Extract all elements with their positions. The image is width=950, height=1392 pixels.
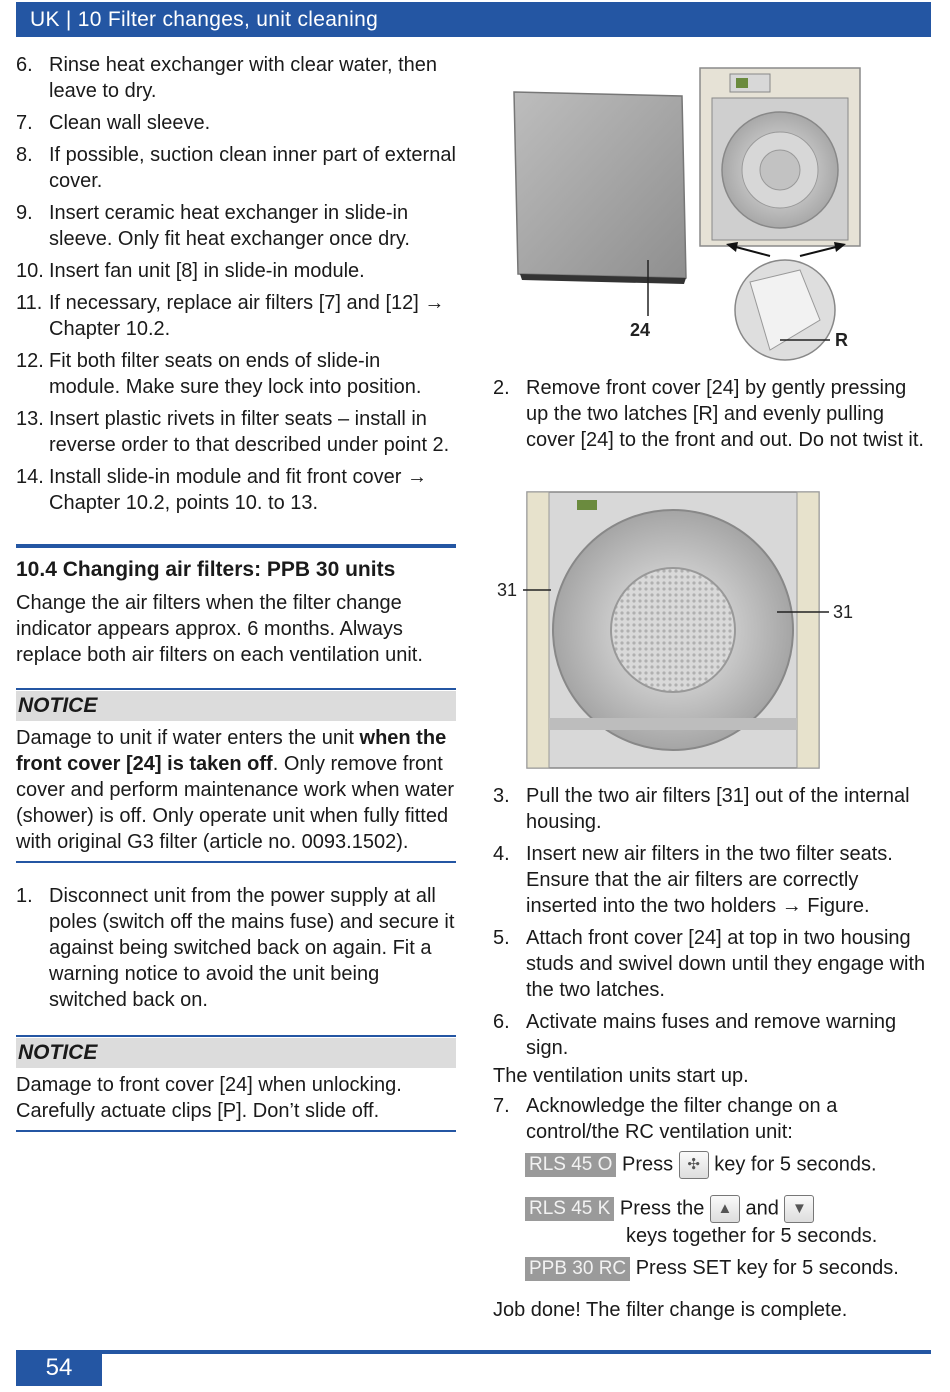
list-item: 12.Fit both filter seats on ends of slid… (16, 350, 422, 398)
list-item: 8.If possible, suction clean inner part … (16, 144, 456, 192)
callout-label-24: 24 (630, 320, 651, 340)
front-cover-illustration (513, 67, 861, 361)
disconnect-steps-list: 1.Disconnect unit from the power supply … (16, 883, 456, 1013)
header-title: UK | 10 Filter changes, unit cleaning (30, 8, 379, 31)
list-item: 7.Clean wall sleeve. (16, 112, 211, 134)
notice-box-water: NOTICE Damage to unit if water enters th… (16, 688, 456, 863)
page-number: 54 (16, 1350, 102, 1386)
model-row-rls45o: RLS 45 O Press ✣ key for 5 seconds. (525, 1151, 933, 1195)
callout-label-r: R (835, 330, 848, 350)
list-item: 5.Attach front cover [24] at top in two … (493, 927, 926, 1001)
notice-text: Damage to unit if water enters the unit … (16, 727, 454, 853)
callout-label-31-right: 31 (833, 602, 854, 622)
remove-cover-step: 2.Remove front cover [24] by gently pres… (493, 375, 933, 453)
list-item: 10.Insert fan unit [8] in slide-in modul… (16, 260, 365, 282)
list-item: 13.Insert plastic rivets in filter seats… (16, 408, 450, 456)
model-badge: PPB 30 RC (525, 1257, 631, 1281)
notice-box-cover: NOTICE Damage to front cover [24] when u… (16, 1035, 456, 1132)
figure-front-cover-removal: 24 R (500, 60, 920, 365)
cleaning-steps-list: 6.Rinse heat exchanger with clear water,… (16, 52, 456, 516)
startup-text: The ventilation units start up. (493, 1065, 749, 1087)
list-item: 14.Install slide-in module and fit front… (16, 466, 427, 514)
model-row-rls45k: RLS 45 K Press the ▲ and ▼ keys together… (525, 1195, 933, 1255)
section-divider (16, 544, 456, 548)
list-item: 11.If necessary, replace air filters [7]… (16, 292, 445, 340)
figure-air-filters: 31 31 (493, 490, 933, 775)
list-item: 3.Pull the two air filters [31] out of t… (493, 785, 910, 833)
model-row-ppb30rc: PPB 30 RC Press SET key for 5 seconds. (525, 1255, 933, 1281)
model-badge: RLS 45 O (525, 1153, 617, 1178)
footer-rule (16, 1350, 931, 1354)
callout-label-31-left: 31 (497, 580, 518, 600)
notice-text: Damage to front cover [24] when unlockin… (16, 1074, 402, 1122)
notice-heading: NOTICE (16, 1038, 456, 1068)
list-item: 9.Insert ceramic heat exchanger in slide… (16, 202, 410, 250)
list-item: 1.Disconnect unit from the power supply … (16, 885, 455, 1011)
notice-heading: NOTICE (16, 691, 456, 721)
list-item: 6.Rinse heat exchanger with clear water,… (16, 54, 437, 102)
down-arrow-icon: ▼ (784, 1195, 815, 1223)
section-title: 10.4 Changing air filters: PPB 30 units (16, 558, 396, 581)
list-item: 6.Activate mains fuses and remove warnin… (493, 1011, 897, 1059)
model-badge: RLS 45 K (525, 1197, 615, 1222)
right-steps-block: 3.Pull the two air filters [31] out of t… (493, 783, 933, 1323)
list-item: 2.Remove front cover [24] by gently pres… (493, 377, 924, 451)
filter-steps-list: 3.Pull the two air filters [31] out of t… (493, 783, 933, 1061)
air-filter-illustration (523, 491, 829, 769)
left-column: 6.Rinse heat exchanger with clear water,… (16, 52, 456, 1132)
section-intro: Change the air filters when the filter c… (16, 592, 423, 666)
model-instructions: RLS 45 O Press ✣ key for 5 seconds. RLS … (525, 1151, 933, 1281)
completion-text: Job done! The filter change is complete. (493, 1299, 848, 1321)
step2-block: 2.Remove front cover [24] by gently pres… (493, 375, 933, 459)
acknowledge-step: 7.Acknowledge the filter change on a con… (493, 1093, 933, 1145)
up-arrow-icon: ▲ (709, 1195, 740, 1223)
list-item: 4.Insert new air filters in the two filt… (493, 843, 893, 917)
fan-icon: ✣ (678, 1151, 709, 1179)
page-header: UK | 10 Filter changes, unit cleaning (16, 2, 931, 37)
list-item: 7.Acknowledge the filter change on a con… (493, 1095, 838, 1143)
